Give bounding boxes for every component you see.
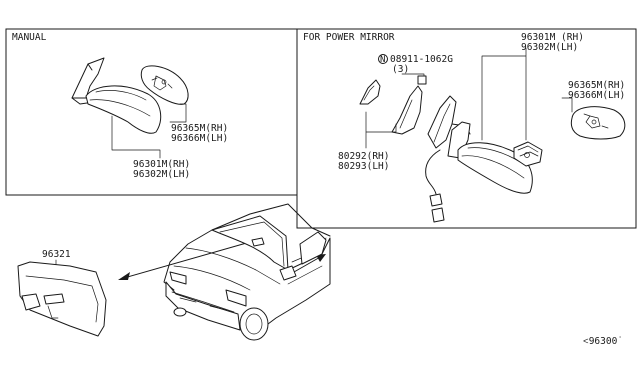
manual-outside-mirror [71,57,162,134]
power-mirror-section: FOR POWER MIRROR N 08911-1062G (3) [296,28,637,229]
inside-mirror-location-arrow [118,241,251,280]
power-glass-rh-label: 96365M(RH) [568,80,625,91]
power-corner-cover [359,79,381,105]
power-mirror-actuator [513,141,543,167]
power-mirror-glass [570,106,626,140]
power-section-frame [296,28,637,229]
manual-section: MANUAL 96365M(RH) 96366M(LH) 96301M(RH) … [5,28,298,196]
cover-rh-label: 80292(RH) [338,151,389,162]
bolt-quantity: (3) [392,64,409,75]
manual-mirror-leader [111,115,161,159]
cover-leader [365,111,397,149]
diagram-reference-code: ˂96300˙ [583,336,623,347]
power-mirror-lh-label: 96302M(LH) [521,42,578,53]
power-section-title: FOR POWER MIRROR [303,32,395,43]
manual-mirror-glass [140,65,189,105]
manual-section-frame [5,28,298,196]
inside-rear-view-mirror: 96321 [17,249,107,337]
vehicle-inside-mirror [251,237,265,247]
minivan-illustration [163,203,331,341]
power-glass-lh-label: 96366M(LH) [568,90,625,101]
manual-mirror-lh-label: 96302M(LH) [133,169,190,180]
manual-glass-rh-label: 96365M(RH) [171,123,228,134]
manual-glass-leader [169,103,187,123]
bolt-callout: N 08911-1062G (3) [378,54,453,85]
power-inner-cover [391,75,427,135]
power-mirror-rh-label: 96301M (RH) [521,32,584,43]
bolt-part-number: 08911-1062G [390,54,453,65]
vehicle-outside-mirror [279,265,297,281]
inside-mirror-part-label: 96321 [42,249,71,260]
power-mirror-leader [481,47,527,141]
bolt-circle-symbol [378,54,388,64]
power-glass-leader [561,97,573,113]
manual-glass-lh-label: 96366M(LH) [171,133,228,144]
manual-section-title: MANUAL [12,32,47,43]
bolt-circle-letter: N [380,55,385,65]
manual-mirror-rh-label: 96301M(RH) [133,159,190,170]
cover-lh-label: 80293(LH) [338,161,389,172]
